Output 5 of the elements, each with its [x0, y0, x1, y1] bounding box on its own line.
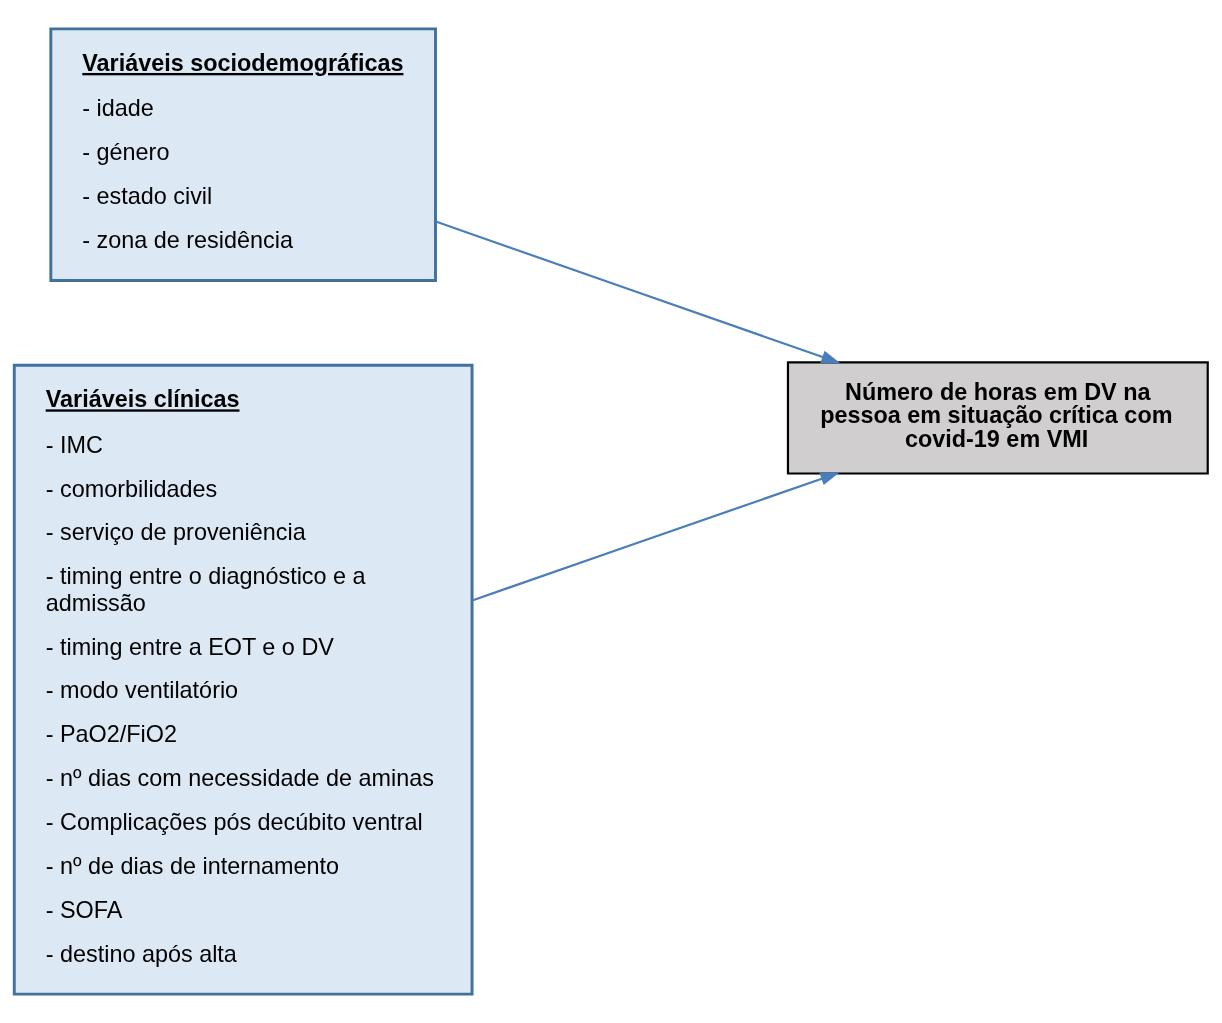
arrow [471, 472, 840, 602]
node-box: Variáveis clínicas - IMC - comorbilidades - serviço de proveniência - timing entre o diagnóstico e a admissão - timing entre a EOT e o DV - modo ventilatório - PaO2/FiO2 - nº dias com necessidade de aminas - Complicações pós decúbito ventral - nº de dias de internamento - SOFA - destino após alta [12, 363, 474, 996]
arrow [435, 220, 841, 364]
node-box: Número de horas em DV na pessoa em situação crítica com covid-19 em VMI [786, 361, 1209, 475]
node-box: Variáveis sociodemográficas - idade - género - estado civil - zona de residência [49, 27, 437, 282]
